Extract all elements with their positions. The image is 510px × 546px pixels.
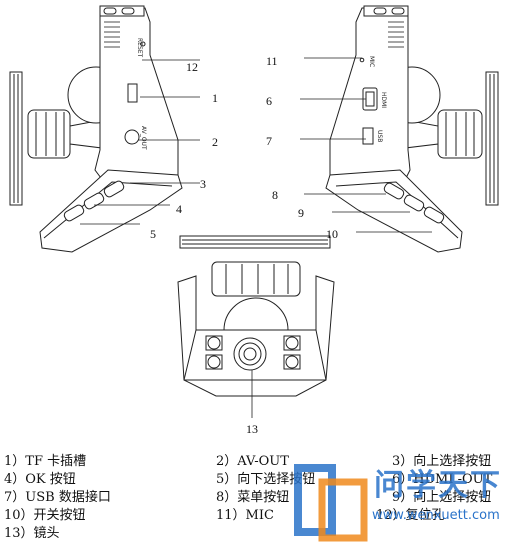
watermark-emblem-icon xyxy=(294,464,368,542)
legend-item-7: 7）USB 数据接口 xyxy=(4,490,111,505)
legend-item-12: 12）复位孔 xyxy=(376,508,445,523)
callout-6: 6 xyxy=(266,94,272,108)
callout-10: 10 xyxy=(326,227,338,241)
av-out-port-label: AV_OUT xyxy=(140,126,147,150)
legend-item-5: 5）向下选择按钮 xyxy=(216,472,316,487)
callout-9: 9 xyxy=(298,206,304,220)
legend-item-8: 8）菜单按钮 xyxy=(216,490,290,505)
front-view xyxy=(177,235,335,397)
legend-item-13: 13）镜头 xyxy=(4,526,60,541)
callout-12: 12 xyxy=(186,60,198,74)
legend-item-4: 4）OK 按钮 xyxy=(4,472,76,487)
callout-4: 4 xyxy=(176,202,182,216)
callout-8: 8 xyxy=(272,188,278,202)
callout-leaders xyxy=(80,57,432,418)
hdmi-port-label: HDMI xyxy=(380,92,387,108)
right-side-view xyxy=(325,5,499,253)
callout-11: 11 xyxy=(266,54,278,68)
device-diagram: RESET AV_OUT MIC H xyxy=(9,5,499,436)
legend-item-9: 9）向上选择按钮 xyxy=(392,490,492,505)
legend-item-11: 11）MIC xyxy=(216,508,274,523)
watermark-text: 问学天下 xyxy=(374,468,502,503)
callout-13: 13 xyxy=(246,422,258,436)
parts-legend: 1）TF 卡插槽 2）AV-OUT 3）向上选择按钮 4）OK 按钮 5）向下选… xyxy=(0,448,510,546)
legend-item-10: 10）开关按钮 xyxy=(4,508,86,523)
callout-3: 3 xyxy=(200,177,206,191)
mic-port-label: MIC xyxy=(368,56,375,67)
callout-7: 7 xyxy=(266,134,272,148)
callout-5: 5 xyxy=(150,227,156,241)
legend-item-3: 3）向上选择按钮 xyxy=(392,454,492,469)
legend-item-6: 6）HDMI -OUT xyxy=(392,472,493,487)
legend-item-2: 2）AV-OUT xyxy=(216,454,289,469)
reset-port-label: RESET xyxy=(136,38,143,58)
left-side-view xyxy=(9,5,183,253)
watermark-url: www.wenxuett.com xyxy=(372,508,500,523)
callout-1: 1 xyxy=(212,91,218,105)
usb-port-label: USB xyxy=(376,130,383,142)
callout-2: 2 xyxy=(212,135,218,149)
legend-item-1: 1）TF 卡插槽 xyxy=(4,454,87,469)
watermark-logo: 问学天下 www.wenxuett.com xyxy=(292,458,508,542)
